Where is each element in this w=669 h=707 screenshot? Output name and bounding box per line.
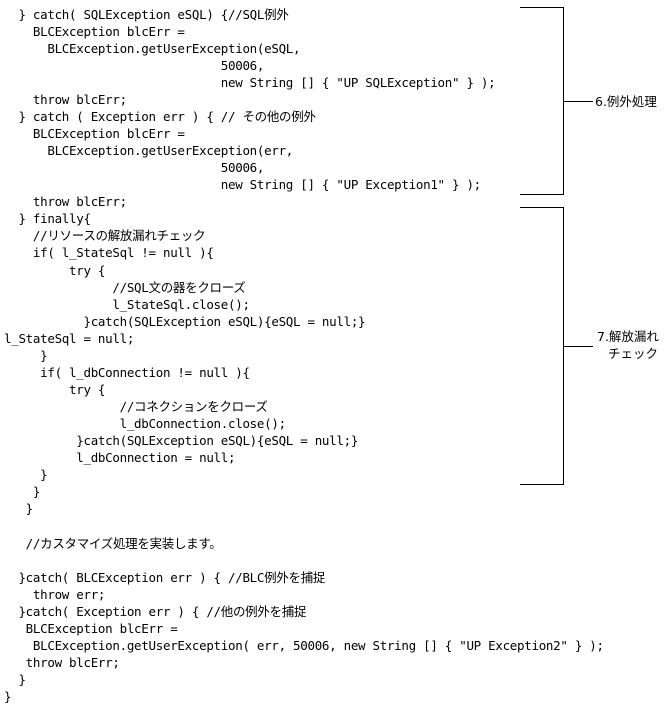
exception-handling-bracket [520, 7, 564, 195]
code-line: } [4, 348, 48, 363]
code-line: }catch(SQLException eSQL){eSQL = null;} [4, 314, 366, 329]
code-line: }catch(SQLException eSQL){eSQL = null;} [4, 433, 359, 448]
code-line: if( l_dbConnection != null ){ [4, 365, 250, 380]
code-line: new String [] { "UP Exception1" } ); [4, 177, 481, 192]
code-line: BLCException.getUserException(eSQL, [4, 41, 301, 56]
code-line: }catch( Exception err ) { //他の例外を捕捉 [4, 604, 307, 619]
code-line: BLCException.getUserException(err, [4, 143, 294, 158]
release-check-label-line2: チェック [608, 346, 659, 361]
code-line: 50006, [4, 160, 265, 175]
code-line: } [4, 501, 34, 516]
release-check-label-line1: 7.解放漏れ [597, 329, 659, 344]
code-line: l_dbConnection.close(); [4, 416, 287, 431]
code-line: BLCException blcErr = [4, 24, 185, 39]
code-line: } [4, 672, 26, 687]
code-line: //コネクションをクローズ [4, 399, 268, 414]
code-line: //カスタマイズ処理を実装します。 [4, 536, 222, 551]
code-line: l_dbConnection = null; [4, 450, 236, 465]
code-line: BLCException blcErr = [4, 126, 185, 141]
code-line: throw blcErr; [4, 194, 127, 209]
code-line: //SQL文の器をクローズ [4, 280, 246, 295]
code-line: } catch ( Exception err ) { // その他の例外 [4, 109, 316, 124]
code-line: } finally{ [4, 211, 91, 226]
code-line: //リソースの解放漏れチェック [4, 228, 206, 243]
code-line: } [4, 484, 41, 499]
code-line: new String [] { "UP SQLException" } ); [4, 75, 496, 90]
code-line: try { [4, 263, 106, 278]
code-line: } catch( SQLException eSQL) {//SQL例外 [4, 7, 289, 22]
code-line: l_StateSql = null; [4, 331, 135, 346]
release-check-bracket [520, 207, 564, 485]
code-line: try { [4, 382, 106, 397]
code-line: } [4, 689, 12, 704]
exception-handling-label: 6.例外処理 [595, 94, 657, 109]
exception-handling-pointer [563, 101, 593, 102]
release-check-pointer [563, 346, 593, 347]
code-line: BLCException.getUserException( err, 5000… [4, 638, 604, 653]
code-line: throw err; [4, 587, 106, 602]
code-line: }catch( BLCException err ) { //BLC例外を捕捉 [4, 570, 326, 585]
code-line: l_StateSql.close(); [4, 297, 250, 312]
code-line: BLCException blcErr = [4, 621, 178, 636]
code-line: 50006, [4, 58, 265, 73]
code-line: if( l_StateSql != null ){ [4, 245, 214, 260]
code-line: throw blcErr; [4, 92, 127, 107]
code-line: } [4, 467, 48, 482]
code-line: throw blcErr; [4, 655, 120, 670]
